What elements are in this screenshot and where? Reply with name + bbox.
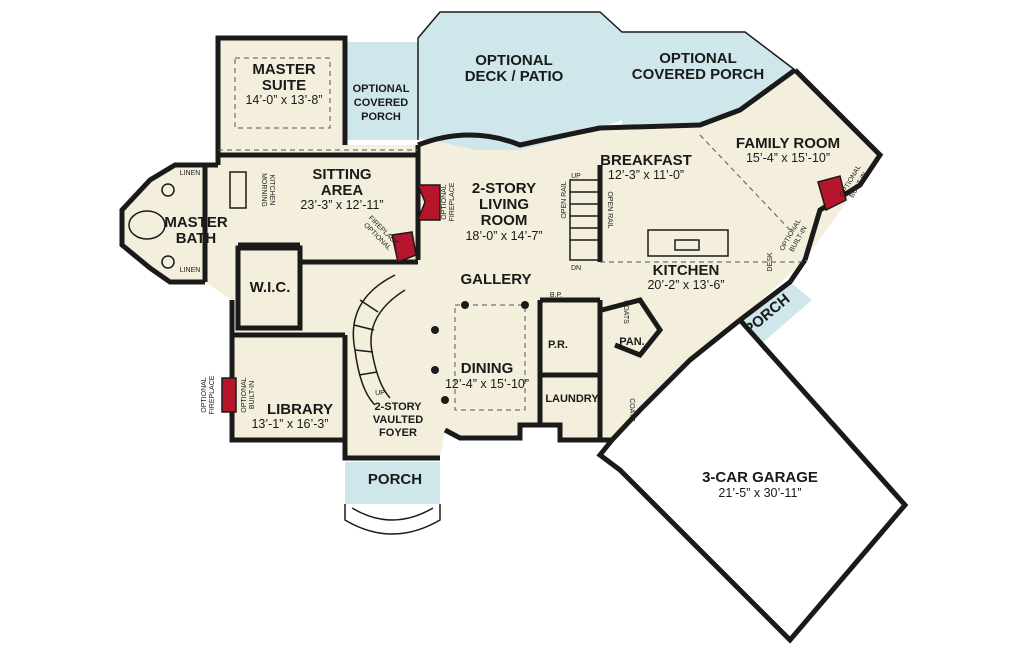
garage-area <box>612 320 905 640</box>
foyer-label-2: VAULTED <box>373 414 423 426</box>
optional-fireplace-label: OPTIONAL <box>201 377 208 413</box>
morning-kitchen-counter <box>229 171 247 209</box>
covered-porch-left-area <box>345 42 418 140</box>
garage-dims: 21’-5” x 30’-11” <box>718 486 801 500</box>
pantry-label: PAN. <box>619 336 644 348</box>
fireplace-icon <box>817 175 847 212</box>
master-ceiling <box>234 57 331 129</box>
deck-patio-area <box>418 12 622 150</box>
columns <box>431 301 529 404</box>
living-room-arc-wall <box>417 67 797 148</box>
laundry-label: LAUNDRY <box>545 393 599 405</box>
garage-door-line <box>759 344 906 506</box>
kitchen-sink <box>674 239 700 251</box>
bp-label: B.P. <box>550 292 562 299</box>
fireplace-icon <box>391 231 417 264</box>
family-room-dims: 15’-4” x 15’-10” <box>746 151 830 165</box>
wic-walls <box>235 245 303 331</box>
covered-porch-right-label-2: COVERED PORCH <box>632 66 765 83</box>
master-suite-label-1: MASTER <box>252 61 316 78</box>
fireplace-icon <box>221 377 237 413</box>
covered-porch-right-label-1: OPTIONAL <box>659 50 737 67</box>
foyer-label-1: 2-STORY <box>374 401 422 413</box>
living-room-label-2: LIVING <box>479 196 529 213</box>
exterior-wall-kitchen-east <box>738 258 808 322</box>
covered-porch-left-label-1: OPTIONAL <box>353 83 410 95</box>
exterior-wall-south-east <box>443 318 742 443</box>
deck-label-2: DECK / PATIO <box>465 68 564 85</box>
master-suite-dims: 14’-0” x 13’-8” <box>245 93 322 107</box>
bathtub <box>128 210 166 240</box>
curved-staircase <box>352 274 406 406</box>
deck-outline <box>417 11 796 140</box>
master-bath-bumpout <box>122 165 205 282</box>
coats-label: COATS <box>628 398 635 422</box>
dining-dims: 12’-4” x 15’-10” <box>445 377 529 391</box>
garage-label: 3-CAR GARAGE <box>702 469 818 486</box>
kitchen-label: KITCHEN <box>653 262 720 279</box>
morning-kitchen-label: MORNING <box>260 173 267 207</box>
breakfast-label: BREAKFAST <box>600 152 692 169</box>
open-rail-label: OPEN RAIL <box>606 191 613 228</box>
exterior-wall-family-east <box>793 68 884 261</box>
dining-label: DINING <box>461 360 514 377</box>
stair-up-label: UP <box>375 390 385 397</box>
sitting-area-label-2: AREA <box>321 182 364 199</box>
sitting-area-label-1: SITTING <box>312 166 371 183</box>
covered-porch-left-label-2: COVERED <box>354 97 408 109</box>
dining-ceiling <box>454 304 526 411</box>
front-porch-arc <box>344 504 441 535</box>
fireplace-icon <box>416 184 441 221</box>
foyer-label-3: FOYER <box>379 427 417 439</box>
breakfast-dims: 12’-3” x 11’-0” <box>608 168 684 182</box>
sink-1 <box>161 183 175 197</box>
master-bath-label-2: BATH <box>176 230 217 247</box>
covered-porch-right-area <box>622 32 795 128</box>
master-bath-label-1: MASTER <box>164 214 228 231</box>
porch-front-area <box>345 462 440 504</box>
optional-fireplace-label: FIREPLACE <box>449 182 456 221</box>
optional-fireplace-label: FIREPLACE <box>209 375 216 414</box>
living-room-label-3: ROOM <box>481 212 528 229</box>
family-room-label: FAMILY ROOM <box>736 135 840 152</box>
kitchen-dims: 20’-2” x 13’-6” <box>647 278 724 292</box>
kitchen-island <box>647 229 729 257</box>
sink-2 <box>161 255 175 269</box>
stair-up-label: UP <box>571 173 581 180</box>
living-room-label-1: 2-STORY <box>472 180 536 197</box>
covered-porch-left-label-3: PORCH <box>361 111 401 123</box>
living-room-dims: 18’-0” x 14’-7” <box>465 229 542 243</box>
library-label: LIBRARY <box>267 401 333 418</box>
exterior-wall-north-west <box>215 35 348 165</box>
house-interior <box>122 38 880 458</box>
dashed-line <box>699 134 791 231</box>
open-rail-label: OPEN RAIL <box>561 181 568 218</box>
porch-side-area <box>735 282 812 345</box>
porch-front-label: PORCH <box>368 471 422 488</box>
optional-fireplace-label: OPTIONAL <box>441 184 448 220</box>
optional-builtin-label: OPTIONAL <box>241 377 248 413</box>
coats-label: COATS <box>622 300 629 324</box>
linen-label: LINEN <box>180 267 201 274</box>
wic-label: W.I.C. <box>250 279 291 296</box>
desk-label: DESK <box>767 252 774 271</box>
library-dims: 13’-1” x 16’-3” <box>251 417 328 431</box>
linen-label: LINEN <box>180 170 201 177</box>
sitting-area-dims: 23’-3” x 12’-11” <box>300 198 383 212</box>
master-suite-label-2: SUITE <box>262 77 306 94</box>
morning-kitchen-label: KITCHEN <box>268 175 275 206</box>
front-porch-arc-inner <box>351 507 434 521</box>
gallery-label: GALLERY <box>460 271 531 288</box>
master-bath-wall <box>119 162 218 285</box>
straight-staircase <box>569 179 601 261</box>
optional-builtin-label: BUILT-IN <box>249 381 256 409</box>
pantry-wall <box>601 297 664 359</box>
powder-room-label: P.R. <box>548 339 568 351</box>
stair-down-label: DN <box>571 265 581 272</box>
deck-label-1: OPTIONAL <box>475 52 553 69</box>
